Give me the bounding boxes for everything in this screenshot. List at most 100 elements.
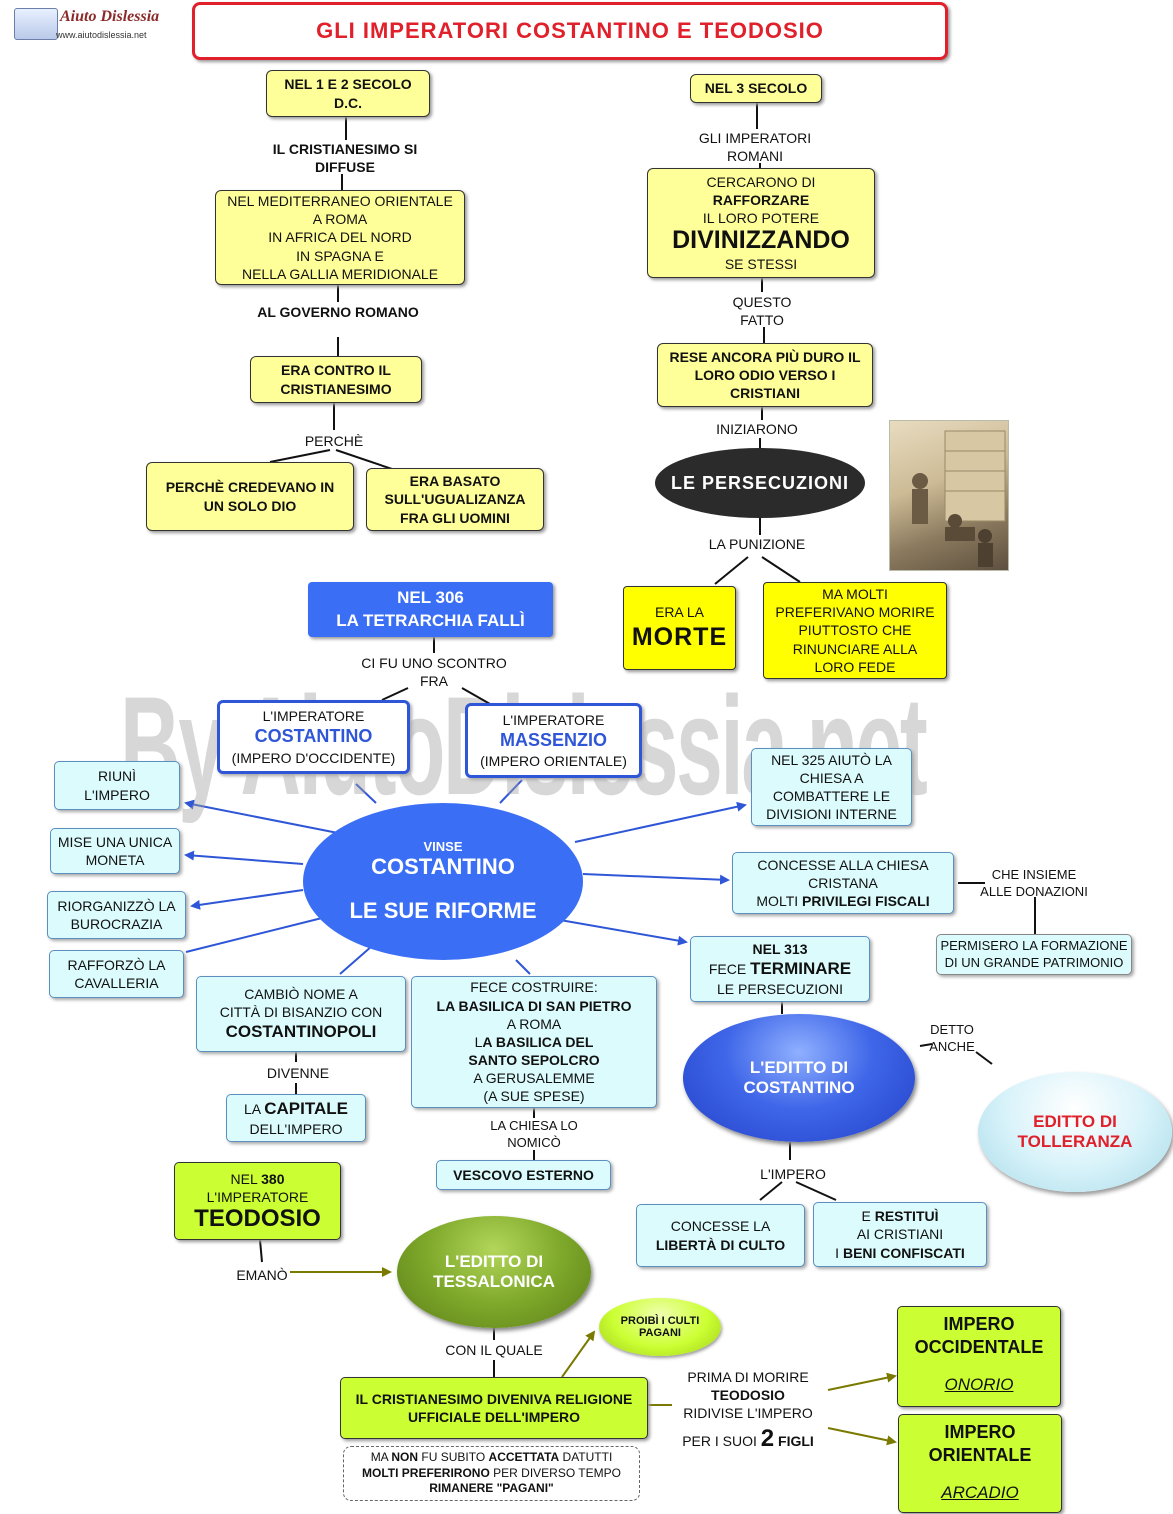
restored-line1: E RESTITUÌ xyxy=(861,1207,938,1225)
year-313-line2: FECE TERMINARE xyxy=(709,958,851,980)
maxentius-emperor-post: (IMPERO ORIENTALE) xyxy=(480,753,627,770)
constantinople-city: COSTANTINOPOLI xyxy=(225,1022,377,1042)
reason-one-god-box: PERCHÈ CREDEVANO IN UN SOLO DIO xyxy=(146,462,354,531)
division-pre: PER I SUOI xyxy=(682,1432,757,1449)
clash-label-text: CI FU UNO SCONTRO FRA xyxy=(361,655,507,690)
year-313-box: NEL 313 FECE TERMINARE LE PERSECUZIONI xyxy=(690,936,870,1002)
freedom-line1: CONCESSE LA xyxy=(670,1218,771,1235)
note-line2: MOLTI PREFERIRONO PER DIVERSO TEMPO xyxy=(362,1466,621,1482)
emperors-label-text: GLI IMPERATORI ROMANI xyxy=(698,130,812,165)
empire-label: L'IMPERO xyxy=(760,1166,826,1182)
official-religion-box: IL CRISTIANESIMO DIVENIVA RELIGIONE UFFI… xyxy=(340,1377,648,1439)
freedom-bold: LIBERTÀ DI CULTO xyxy=(655,1236,786,1253)
maxentius-emperor-box: L'IMPERATORE MASSENZIO (IMPERO ORIENTALE… xyxy=(465,703,642,778)
hatred-box: RESE ANCORA PIÙ DURO IL LORO ODIO VERSO … xyxy=(657,343,873,407)
faith-text: MA MOLTI PREFERIVANO MORIRE PIUTTOSTO CH… xyxy=(775,586,935,675)
edict-constantine-oval: L'EDITTO DI COSTANTINO xyxy=(683,1014,915,1142)
year-313-pre: FECE xyxy=(708,960,747,977)
theodosius-year: 380 xyxy=(261,1170,285,1187)
logo-site-name: Aiuto Dislessia xyxy=(60,8,160,25)
constantine-emperor-box: L'IMPERATORE COSTANTINO (IMPERO D'OCCIDE… xyxy=(217,700,410,774)
patrimony-text: PERMISERO LA FORMAZIONE DI UN GRANDE PAT… xyxy=(940,937,1128,970)
basilicas-line4: LA BASILICA DEL xyxy=(475,1033,594,1051)
persecution-illustration xyxy=(889,420,1009,571)
death-small: ERA LA xyxy=(654,603,705,620)
church-named-text: LA CHIESA LO NOMICÒ xyxy=(490,1118,578,1150)
restored-pre3: I xyxy=(835,1244,840,1261)
reform-bureaucracy-text: RIORGANIZZÒ LA BUROCRAZIA xyxy=(57,897,176,932)
basilicas-saint-peter: LA BASILICA DI SAN PIETRO xyxy=(436,997,632,1014)
basilicas-l: L xyxy=(474,1033,483,1050)
fiscal-bold: PRIVILEGI FISCALI xyxy=(802,893,930,910)
year-313-post: LE PERSECUZIONI xyxy=(716,981,844,998)
eastern-empire-title: IMPERO ORIENTALE xyxy=(928,1422,1032,1466)
restored-goods-box: E RESTITUÌ AI CRISTIANI I BENI CONFISCAT… xyxy=(813,1202,987,1267)
tetrarchy-box: NEL 306 LA TETRARCHIA FALLÌ xyxy=(308,582,553,637)
century-1-2-box: NEL 1 E 2 SECOLO D.C. xyxy=(266,70,430,117)
freedom-worship-box: CONCESSE LA LIBERTÀ DI CULTO xyxy=(636,1204,805,1267)
divinize-big: DIVINIZZANDO xyxy=(672,226,850,255)
punishment-label: LA PUNIZIONE xyxy=(708,536,806,552)
place-item: IN SPAGNA E xyxy=(296,247,384,264)
with-which-label: CON IL QUALE xyxy=(445,1342,543,1358)
patrimony-box: PERMISERO LA FORMAZIONE DI UN GRANDE PAT… xyxy=(936,934,1132,975)
basilicas-box: FECE COSTRUIRE: LA BASILICA DI SAN PIETR… xyxy=(411,976,657,1108)
why-label: PERCHÈ xyxy=(304,433,364,449)
issued-label: EMANÒ xyxy=(236,1267,288,1283)
pagan-ban-oval: PROIBÌ I CULTI PAGANI xyxy=(599,1298,721,1356)
thessalonica-edict-oval: L'EDITTO DI TESSALONICA xyxy=(397,1216,591,1328)
capital-pre: LA xyxy=(244,1100,261,1117)
reform-reunite-text: RIUNÌ L'IMPERO xyxy=(84,768,150,803)
capital-word: CAPITALE xyxy=(264,1098,348,1118)
bishop-text: VESCOVO ESTERNO xyxy=(453,1166,594,1183)
constantine-emperor-pre: L'IMPERATORE xyxy=(262,708,365,725)
fiscal-line3: MOLTI PRIVILEGI FISCALI xyxy=(756,892,929,910)
stoning-scene-icon xyxy=(912,430,1006,567)
note-g: PER DIVERSO TEMPO xyxy=(493,1465,621,1480)
basilicas-sepulchre-a: A BASILICA DEL xyxy=(482,1033,594,1050)
western-empire-box: IMPERO OCCIDENTALE ONORIO xyxy=(897,1306,1061,1407)
division-num: 2 xyxy=(760,1424,775,1452)
division-post: FIGLI xyxy=(778,1432,814,1449)
divinize-bold: RAFFORZARE xyxy=(712,192,810,209)
tetrarchy-text: LA TETRARCHIA FALLÌ xyxy=(336,610,525,630)
constantine-reforms-oval: VINSE COSTANTINO LE SUE RIFORME xyxy=(303,803,583,960)
capital-box: LA CAPITALE DELL'IMPERO xyxy=(226,1094,366,1142)
western-empire-heir: ONORIO xyxy=(944,1374,1014,1394)
spread-label-text: IL CRISTIANESIMO SI DIFFUSE xyxy=(272,141,418,176)
pagan-ban-text: PROIBÌ I CULTI PAGANI xyxy=(620,1315,700,1339)
edict-constantine-title: L'EDITTO DI COSTANTINO xyxy=(743,1058,855,1097)
theodosius-year-pre: NEL xyxy=(230,1170,258,1187)
persecutions-oval: LE PERSECUZIONI xyxy=(655,448,865,518)
reform-reunite-box: RIUNÌ L'IMPERO xyxy=(54,761,180,810)
capital-line1: LA CAPITALE xyxy=(244,1098,348,1120)
church-named-label: LA CHIESA LO NOMICÒ xyxy=(484,1118,584,1152)
theodosius-title: L'IMPERATORE xyxy=(206,1188,309,1205)
place-item: NEL MEDITERRANEO ORIENTALE xyxy=(227,193,453,210)
basilicas-sepulchre-b: SANTO SEPOLCRO xyxy=(468,1052,600,1069)
also-called-text: DETTO ANCHE xyxy=(929,1022,975,1054)
hatred-text: RESE ANCORA PIÙ DURO IL LORO ODIO VERSO … xyxy=(669,348,861,402)
fiscal-privileges-box: CONCESSE ALLA CHIESA CRISTANA MOLTI PRIV… xyxy=(732,852,954,914)
constantinople-line2: CITTÀ DI BISANZIO CON xyxy=(219,1003,383,1020)
century-1-2-text: NEL 1 E 2 SECOLO D.C. xyxy=(284,76,412,111)
century-3-box: NEL 3 SECOLO xyxy=(690,74,822,103)
eastern-empire-heir: ARCADIO xyxy=(941,1482,1019,1502)
fiscal-line2: CRISTANA xyxy=(808,874,878,891)
council-325-text: NEL 325 AIUTÒ LA CHIESA A COMBATTERE LE … xyxy=(766,751,897,823)
donations-label: CHE INSIEME ALLE DONAZIONI xyxy=(976,867,1092,901)
restored-line2: AI CRISTIANI xyxy=(856,1226,944,1243)
theodosius-year-line: NEL 380 xyxy=(231,1170,285,1188)
reform-cavalry-text: RAFFORZÒ LA CAVALLERIA xyxy=(67,956,166,991)
constantinople-line1: CAMBIÒ NOME A xyxy=(244,985,358,1002)
reform-bureaucracy-box: RIORGANIZZÒ LA BUROCRAZIA xyxy=(47,891,186,939)
center-reforms: LE SUE RIFORME xyxy=(349,898,537,923)
year-313-bold: TERMINARE xyxy=(750,958,852,978)
this-fact-label: QUESTO FATTO xyxy=(712,293,812,329)
places-box: NEL MEDITERRANEO ORIENTALE A ROMA IN AFR… xyxy=(215,190,465,285)
site-logo[interactable]: Aiuto Dislessia www.aiutodislessia.net xyxy=(8,6,168,46)
bishop-box: VESCOVO ESTERNO xyxy=(436,1160,611,1190)
year-313-year: NEL 313 xyxy=(752,940,808,957)
restored-pre: E xyxy=(861,1208,871,1225)
